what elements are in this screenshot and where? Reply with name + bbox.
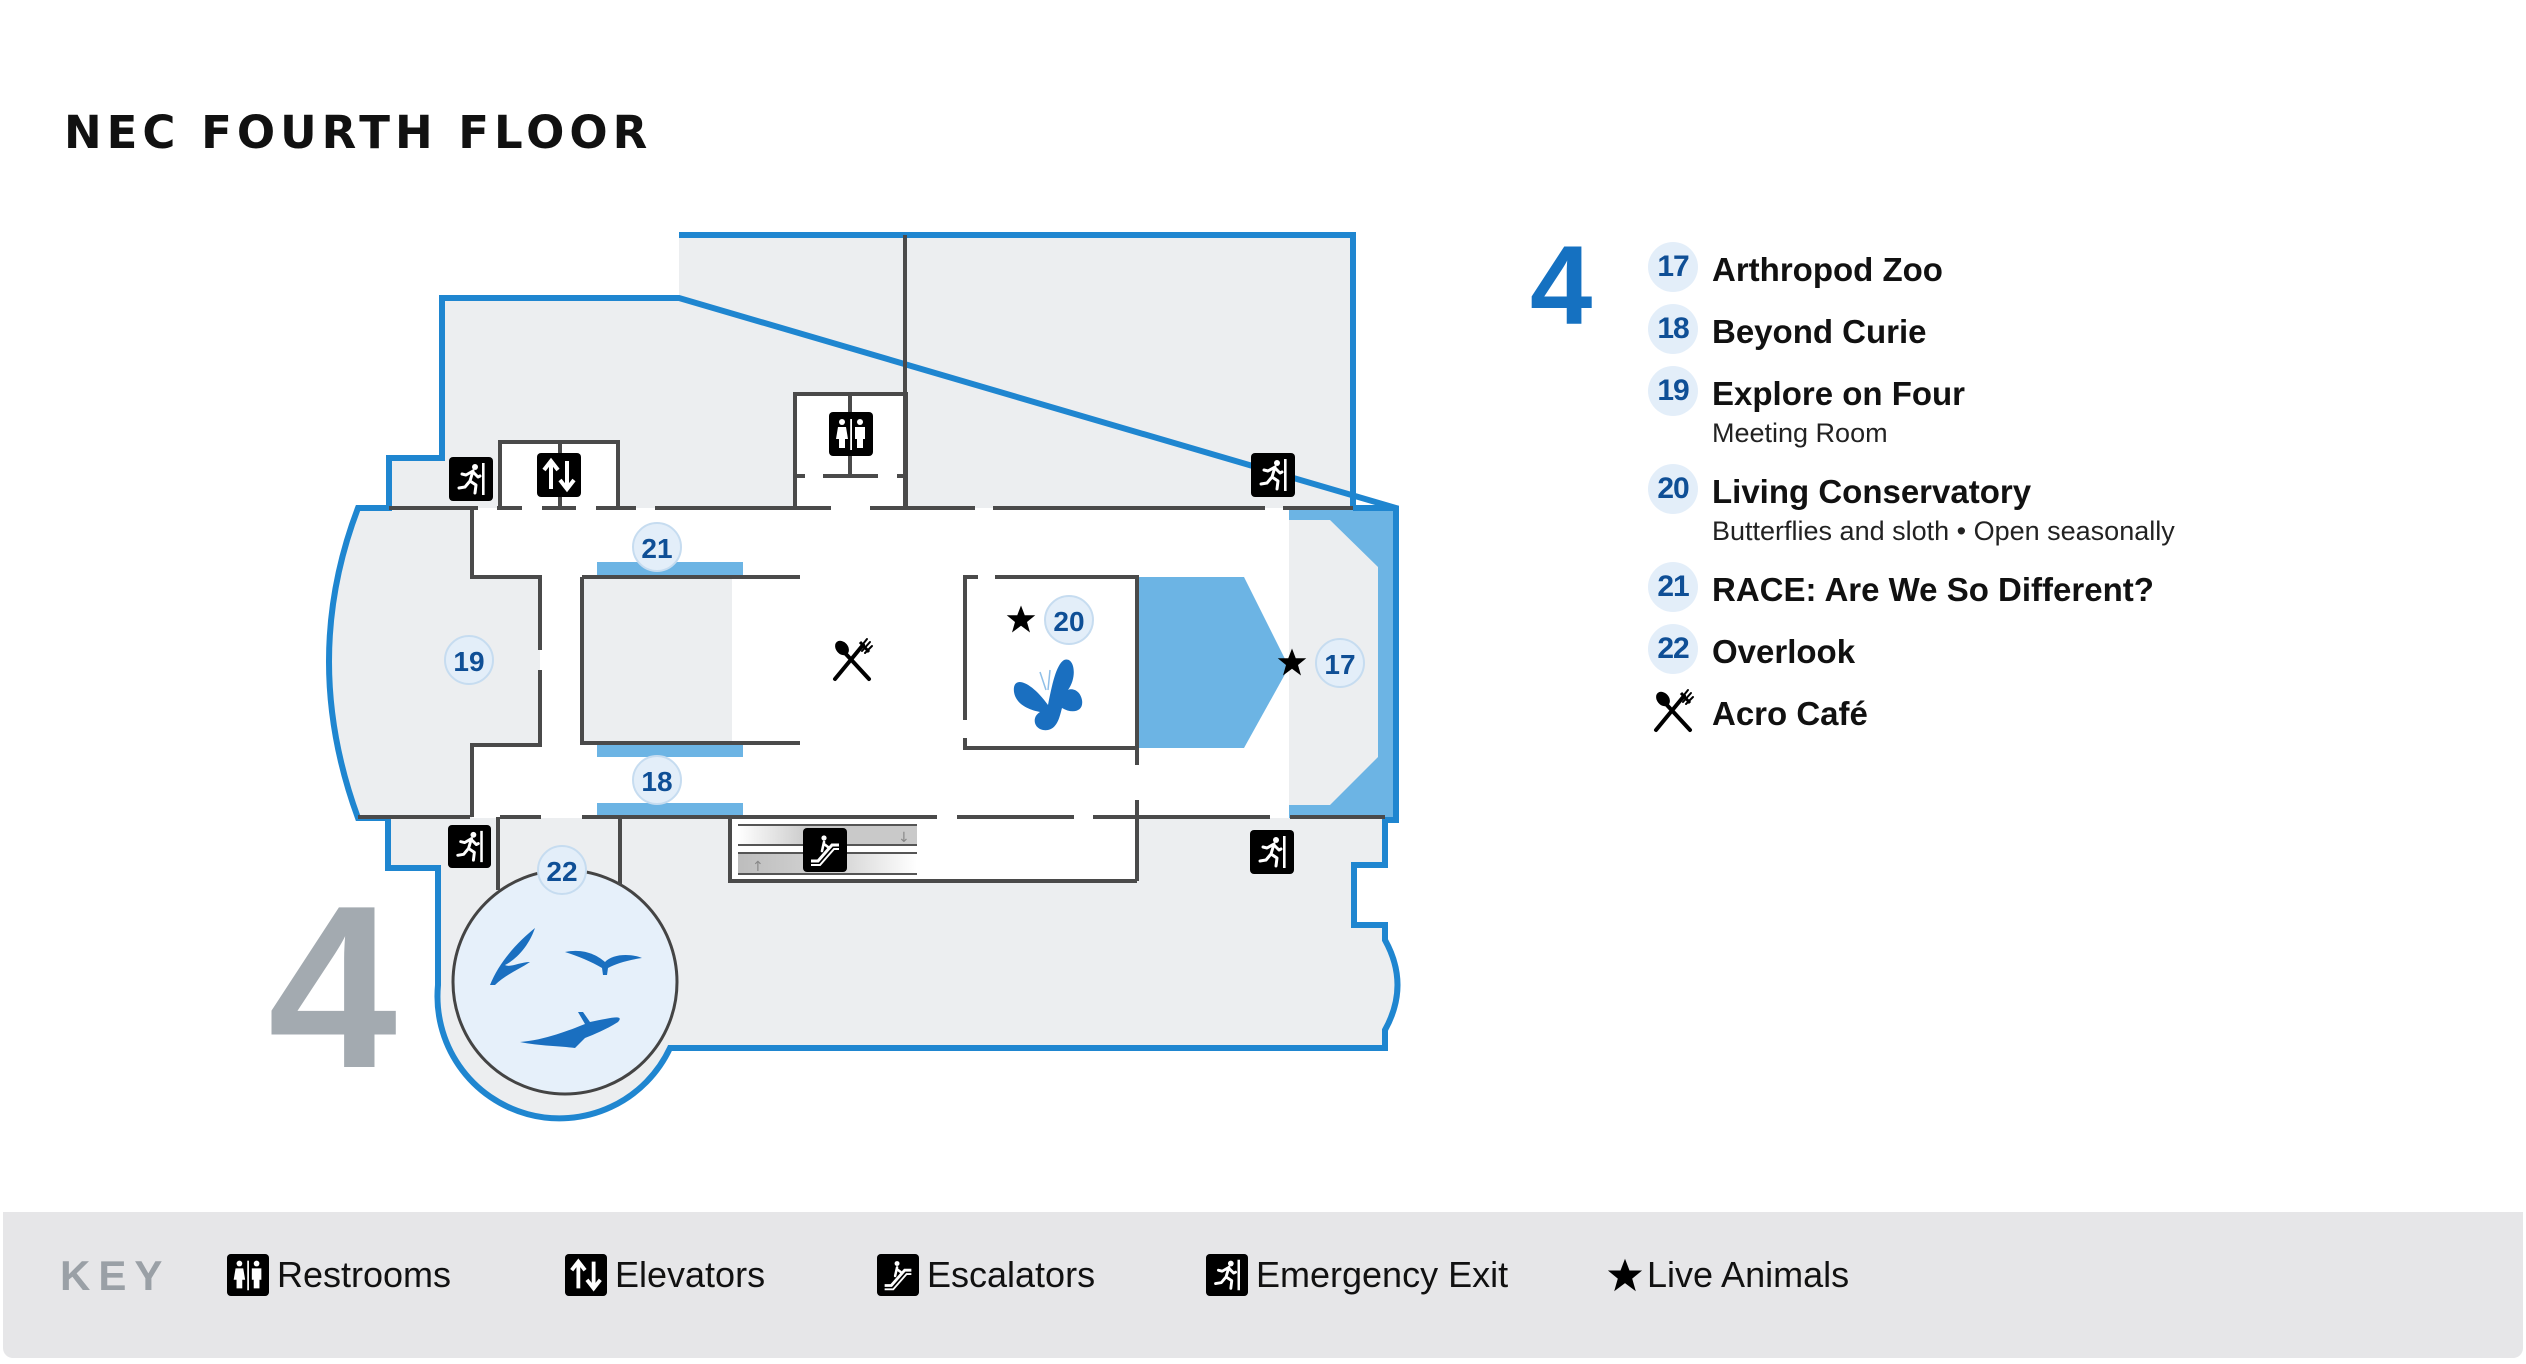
emergency-exit-icon xyxy=(1250,830,1294,874)
restroom-icon xyxy=(829,412,873,456)
legend-number-badge: 21 xyxy=(1648,562,1698,612)
pterosaur-icon xyxy=(565,950,642,975)
key-item-label: Escalators xyxy=(927,1254,1096,1295)
legend-item-name: Beyond Curie xyxy=(1712,313,1927,350)
legend-item-subtitle: Meeting Room xyxy=(1712,418,1888,448)
legend-number-badge: 22 xyxy=(1648,624,1698,674)
legend-number-badge: 20 xyxy=(1648,464,1698,514)
escalator-icon xyxy=(877,1254,919,1296)
marker-21[interactable]: 21 xyxy=(632,522,682,572)
legend-floor-number: 4 xyxy=(1530,223,1593,348)
fork-spoon-icon xyxy=(1651,688,1695,732)
legend-item-name: Overlook xyxy=(1712,633,1856,670)
exhibit-20-area xyxy=(1137,577,1289,748)
legend-item-name: RACE: Are We So Different? xyxy=(1712,571,2154,608)
elevator-icon xyxy=(565,1254,607,1296)
exhibit-18-band-top xyxy=(597,743,743,757)
key-item-restrooms: Restrooms xyxy=(227,1252,451,1298)
overlook-circle xyxy=(451,868,679,1096)
escalator-up-arrow: ↑ xyxy=(752,859,764,875)
key-item-emergency-exit: Emergency Exit xyxy=(1206,1252,1508,1298)
emergency-exit-icon xyxy=(1206,1254,1248,1296)
floor-number-watermark: 4 xyxy=(268,858,397,1117)
pterosaur-icon xyxy=(490,928,535,985)
svg-text:19: 19 xyxy=(453,646,484,677)
legend-number-badge: 19 xyxy=(1648,366,1698,416)
svg-text:17: 17 xyxy=(1324,649,1355,680)
legend-item-name: Acro Café xyxy=(1712,695,1868,732)
legend-item-subtitle: Butterflies and sloth • Open seasonally xyxy=(1712,516,2175,546)
key-item-label: Restrooms xyxy=(277,1254,452,1295)
room-18-21 xyxy=(582,577,732,743)
interior-walls xyxy=(358,235,1385,890)
legend-item[interactable]: 21 RACE: Are We So Different? xyxy=(1648,562,2368,612)
legend-number-badge: 17 xyxy=(1648,242,1698,292)
marker-19[interactable]: 19 xyxy=(444,635,494,685)
legend-item-cafe[interactable]: Acro Café xyxy=(1648,688,2368,734)
svg-text:22: 22 xyxy=(546,856,577,887)
page-title: NEC FOURTH FLOOR xyxy=(64,106,653,159)
key-item-escalators: Escalators xyxy=(877,1252,1095,1298)
svg-text:20: 20 xyxy=(1053,606,1084,637)
emergency-exit-icon xyxy=(1251,453,1295,497)
escalator-down-arrow: ↓ xyxy=(898,830,910,846)
star-icon xyxy=(1607,1258,1643,1292)
key-label: KEY xyxy=(60,1252,171,1299)
emergency-exit-icon xyxy=(449,457,493,501)
marker-22[interactable]: 22 xyxy=(537,845,587,895)
escalator-icon xyxy=(803,828,847,872)
legend-item-name: Explore on Four xyxy=(1712,375,1966,412)
key-item-label: Emergency Exit xyxy=(1256,1254,1509,1295)
legend-item[interactable]: 20 Living Conservatory Butterflies and s… xyxy=(1648,464,2368,548)
legend-item[interactable]: 17 Arthropod Zoo xyxy=(1648,242,2368,292)
legend-item[interactable]: 18 Beyond Curie xyxy=(1648,304,2368,354)
pterosaur-icon xyxy=(520,1012,620,1048)
legend-number-badge: 18 xyxy=(1648,304,1698,354)
butterfly-icon xyxy=(1013,659,1083,731)
restroom-icon xyxy=(227,1254,269,1296)
marker-20[interactable]: 20 xyxy=(1044,595,1094,645)
key-item-label: Live Animals xyxy=(1647,1254,1850,1295)
key-bar: KEY Restrooms Elevators Escalators Emerg… xyxy=(3,1212,2523,1358)
legend-item-name: Arthropod Zoo xyxy=(1712,251,1943,288)
marker-18[interactable]: 18 xyxy=(632,755,682,805)
exhibit-17-area xyxy=(1289,508,1396,818)
svg-text:21: 21 xyxy=(641,533,672,564)
legend-item-name: Living Conservatory xyxy=(1712,473,2032,510)
floor-map: ↓ ↑ 4 17 18 19 20 21 xyxy=(268,232,1401,1122)
key-item-elevators: Elevators xyxy=(565,1252,765,1298)
legend-list: 17 Arthropod Zoo 18 Beyond Curie 19 Expl… xyxy=(1648,242,2368,756)
elevator-icon xyxy=(537,453,581,497)
key-item-label: Elevators xyxy=(615,1254,766,1295)
legend-item[interactable]: 19 Explore on Four Meeting Room xyxy=(1648,366,2368,450)
legend-item[interactable]: 22 Overlook xyxy=(1648,624,2368,674)
marker-17[interactable]: 17 xyxy=(1315,638,1365,688)
emergency-exit-icon xyxy=(448,825,491,868)
svg-text:18: 18 xyxy=(641,766,672,797)
exhibit-18-band-bottom xyxy=(597,803,743,817)
exhibit-21-band xyxy=(597,562,743,577)
key-item-live-animals: Live Animals xyxy=(1607,1252,1849,1298)
